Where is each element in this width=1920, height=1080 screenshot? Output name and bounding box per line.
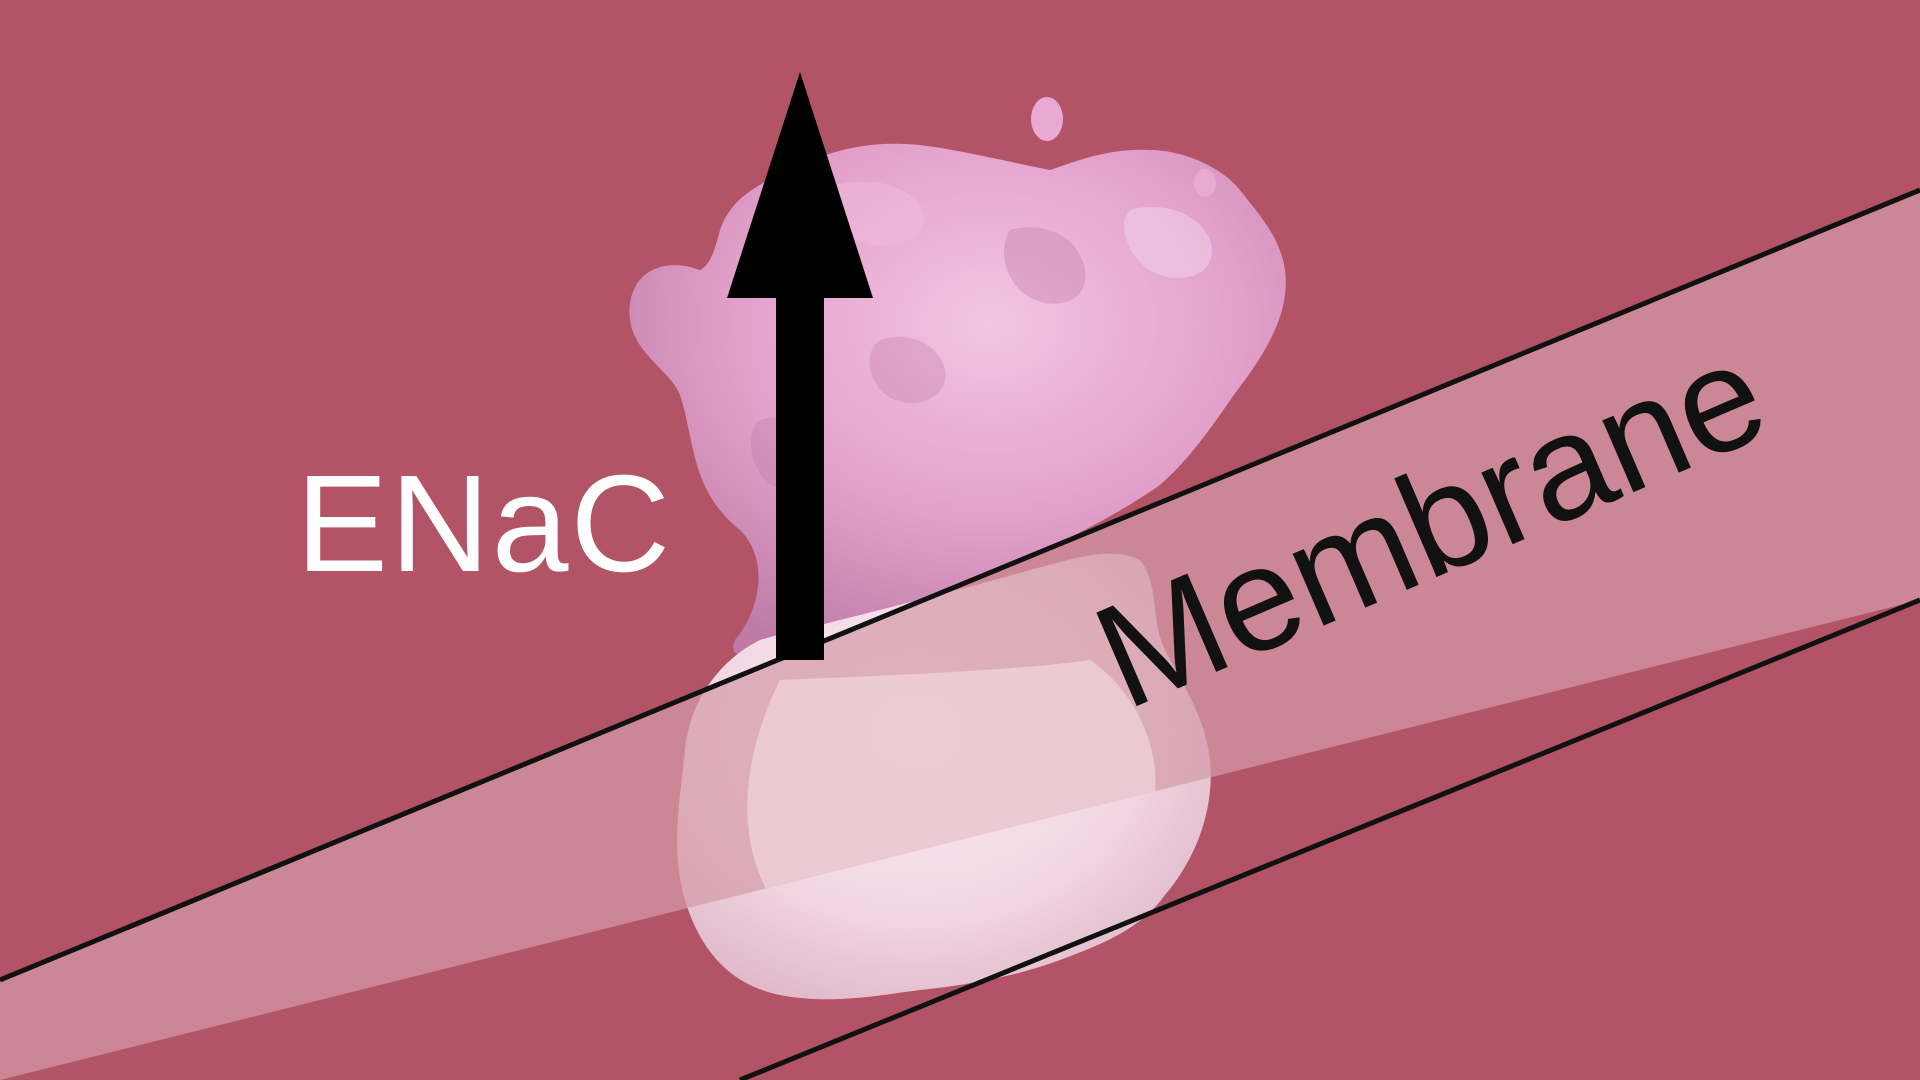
protein-label: ENaC bbox=[296, 447, 673, 601]
membrane-lower-border bbox=[739, 597, 1920, 1080]
membrane-band bbox=[0, 190, 1920, 1080]
up-arrow-icon bbox=[727, 72, 873, 660]
membrane-upper-border bbox=[0, 187, 1920, 983]
